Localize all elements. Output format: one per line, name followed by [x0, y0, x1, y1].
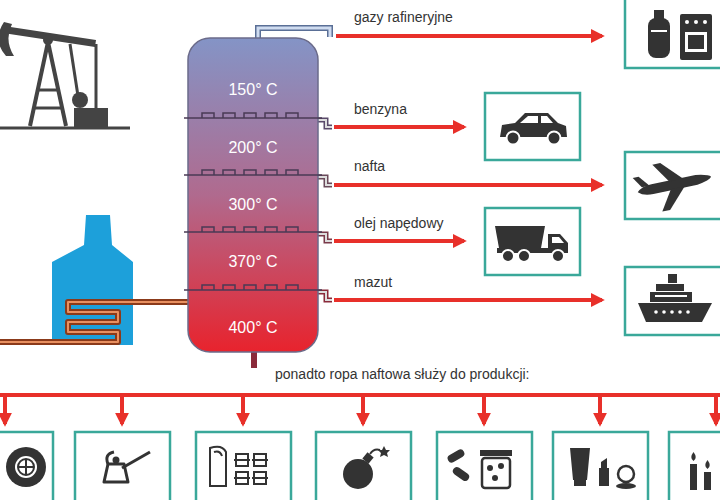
ship-icon: [638, 274, 712, 322]
product-label: gazy rafineryjne: [354, 9, 453, 26]
textile-icon: [210, 447, 268, 486]
product-label: olej napędowy: [354, 215, 444, 232]
oil-can-icon: [104, 452, 150, 482]
temperature-label: 370° C: [188, 252, 318, 272]
coil-inner: [0, 302, 190, 342]
cosmetics-icon: [570, 448, 636, 489]
pump-jack: [0, 22, 130, 128]
truck-icon: [495, 226, 568, 262]
temperature-label: 150° C: [188, 80, 318, 100]
column-tray: [184, 227, 322, 232]
heating-coil: [0, 302, 190, 342]
product-arrows: [334, 36, 602, 300]
airplane-icon: [631, 153, 716, 216]
temperature-label: 300° C: [188, 195, 318, 215]
use-boxes: [0, 432, 720, 500]
furnace: [52, 215, 133, 345]
product-label: nafta: [354, 158, 385, 175]
product-label: benzyna: [354, 101, 407, 118]
candles-icon: [690, 452, 711, 490]
pills-icon: [446, 448, 512, 488]
product-label: mazut: [354, 274, 392, 291]
use-arrows: [0, 395, 720, 424]
car-icon: [500, 113, 567, 145]
column-tray: [184, 170, 322, 175]
column-tray: [184, 113, 322, 118]
gas-stove-icon: [648, 10, 712, 60]
temperature-label: 200° C: [188, 138, 318, 158]
tire-icon: [6, 447, 46, 487]
column-tray: [184, 285, 322, 290]
product-boxes: [485, 0, 720, 335]
note-text: ponadto ropa naftowa służy do produkcji:: [275, 366, 530, 383]
temperature-label: 400° C: [188, 318, 318, 338]
bomb-icon: [343, 446, 390, 489]
distillation-column: 150° C 200° C 300° C 370° C 400° C: [188, 38, 318, 352]
